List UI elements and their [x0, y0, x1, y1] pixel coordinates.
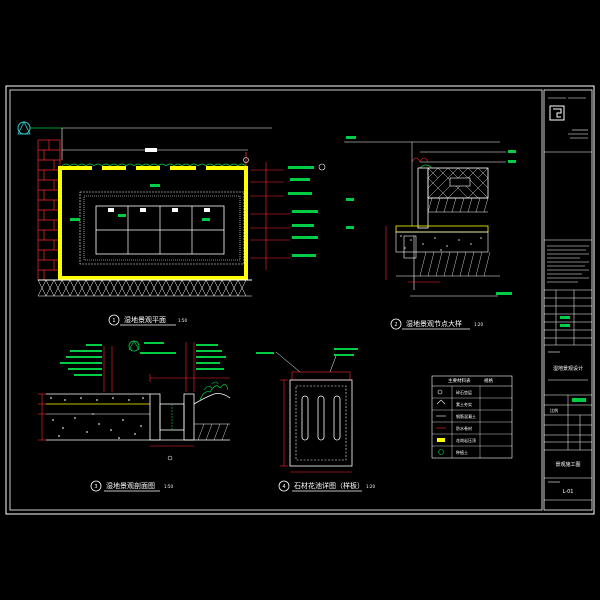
section-view: 3 湿地景观剖面图 1:50: [38, 340, 231, 492]
detail-view-scale: 1:20: [474, 322, 483, 327]
legend-title: 主要材料表: [448, 377, 471, 384]
stone-view-number: 4: [282, 484, 285, 490]
sheet-number: L-01: [563, 489, 574, 495]
detail-view-number-badge: [390, 318, 402, 330]
title-block: 湿地景观设计 比例 景观施工图 L-01: [543, 89, 593, 511]
drawing-name: 景观施工图: [555, 461, 580, 468]
section-view-scale: 1:50: [164, 484, 173, 489]
plan-view-number-badge: [108, 314, 120, 326]
stone-view-number-badge: [278, 480, 290, 492]
sheet-inner-border: [9, 89, 543, 511]
scale-label: 比例: [550, 407, 558, 413]
section-view-number: 3: [94, 484, 97, 490]
legend-row-2: 素土夯实: [456, 401, 472, 407]
stone-planter-outline: [289, 379, 353, 467]
detail-view: 2 湿地景观节点大样 1:20: [344, 136, 516, 330]
stone-view-scale: 1:20: [366, 484, 375, 489]
detail-view-title: 湿地景观节点大样: [406, 319, 462, 328]
detail-view-number: 2: [394, 322, 397, 328]
section-channel: [149, 393, 161, 441]
legend-row-5: 花岗岩压顶: [456, 437, 476, 443]
plan-view: 1 湿地景观平面 1:50: [17, 121, 326, 326]
brick-wall: [37, 139, 61, 281]
legend-row-6: 种植土: [456, 449, 468, 455]
stone-planter-view: 4 石材花池详图（样板） 1:20: [256, 348, 375, 492]
stone-view-title: 石材花池详图（样板）: [294, 481, 364, 490]
section-view-title: 湿地景观剖面图: [106, 481, 155, 490]
section-view-number-badge: [90, 480, 102, 492]
plan-view-number: 1: [112, 318, 115, 324]
legend-row-1: 碎石垫层: [456, 389, 472, 395]
legend-row-3: 钢筋混凝土: [456, 413, 476, 419]
sheet-outer-border: [5, 85, 595, 515]
project-name: 湿地景观设计: [553, 365, 583, 372]
material-legend: 主要材料表 规格 碎石垫层 素土夯实 钢筋混凝土 防水卷材 花岗岩压顶 种植土: [431, 375, 513, 459]
plan-view-title: 湿地景观平面: [124, 315, 166, 324]
legend-symbols: [436, 389, 446, 455]
pond-yellow-frame: [58, 166, 248, 280]
company-logo: [549, 105, 565, 121]
legend-unit: 规格: [484, 377, 493, 384]
plan-view-scale: 1:50: [178, 318, 187, 323]
legend-row-4: 防水卷材: [456, 425, 472, 431]
